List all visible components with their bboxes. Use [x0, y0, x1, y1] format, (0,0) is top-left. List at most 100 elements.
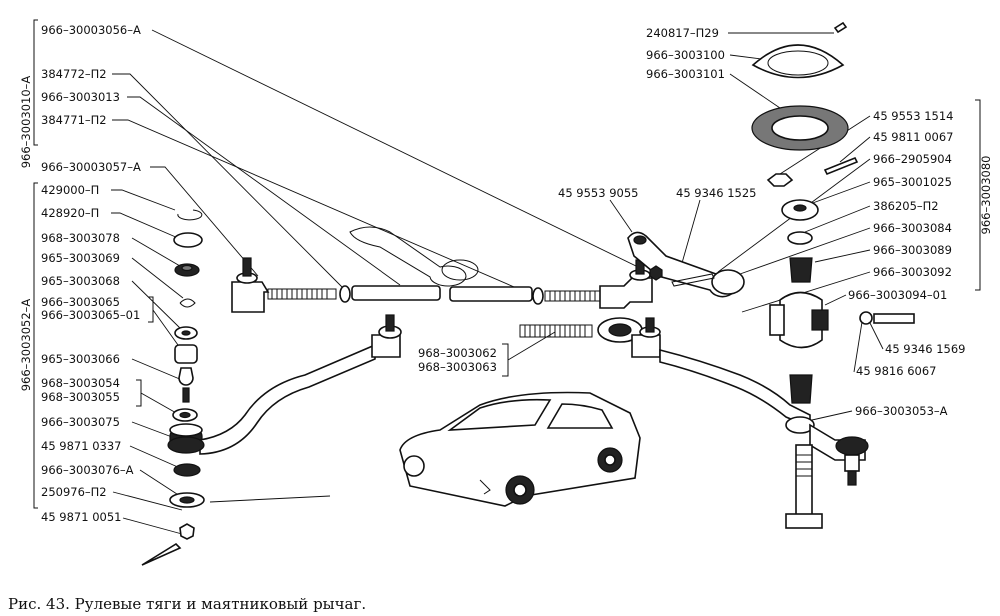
group-label-966-3003052-a: 966–3003052–А — [19, 299, 33, 392]
leader-45-9816-6067 — [853, 321, 863, 373]
nut-250976 — [179, 523, 195, 540]
leader-965-3001025 — [809, 181, 871, 205]
label-965-3003068: 965–3003068 — [41, 274, 120, 288]
circlip-429000 — [177, 209, 203, 221]
bushing-966-3003084 — [789, 257, 813, 283]
clamp-384772 — [339, 285, 351, 303]
spring-965-3003069 — [179, 298, 196, 308]
label-966-3003065-01: 966–3003065–01 — [41, 308, 140, 322]
center-labels: 45 9553 9055 45 9346 1525 968–3003062 96… — [418, 186, 756, 377]
cotter-45-9811-0067 — [823, 156, 859, 176]
leader-965-3003066 — [131, 358, 183, 381]
label-966-2905904: 966–2905904 — [873, 152, 952, 166]
leader-966-3003053-a — [811, 410, 853, 421]
pitman-arm-background — [349, 226, 467, 287]
leader-428920-p — [111, 212, 179, 239]
right-labels: 240817–П29 966–3003100 966–3003101 45 95… — [646, 26, 965, 418]
figure-caption: Рис. 43. Рулевые тяги и маятниковый рыча… — [8, 595, 366, 613]
bolt-45-9346-1569 — [873, 313, 915, 324]
ball-joint-right — [631, 334, 661, 358]
leader-45-9871-0337 — [129, 445, 181, 469]
rod-966-3003052 — [199, 343, 376, 455]
adjusting-tube-966-3003013 — [351, 285, 441, 301]
leader-966-30003056-a — [151, 29, 641, 269]
adjusting-tube-right — [449, 286, 533, 302]
bracket-968-3003054 — [136, 379, 142, 407]
group-bracket-left — [33, 182, 38, 509]
car-headlight — [403, 455, 425, 477]
label-965-3003066: 965–3003066 — [41, 352, 120, 366]
label-428920-p: 428920–П — [41, 206, 99, 220]
screw-240817 — [833, 21, 848, 34]
label-45-9553-9055: 45 9553 9055 — [558, 186, 638, 200]
leader-45-9811-0067 — [839, 136, 871, 163]
label-966-3003076-a: 966–3003076–А — [41, 463, 134, 477]
label-966-3003092: 966–3003092 — [873, 265, 952, 279]
label-45-9816-6067: 45 9816 6067 — [856, 364, 936, 378]
cover-966-3003100 — [751, 44, 845, 79]
leader-968-3003062 — [507, 331, 556, 361]
leader-966-30003057-a — [150, 166, 259, 277]
right-lower-rod — [519, 317, 869, 486]
leader-966-3003094-01 — [824, 294, 847, 306]
label-45-9346-1525: 45 9346 1525 — [676, 186, 756, 200]
label-45-9553-1514: 45 9553 1514 — [873, 109, 953, 123]
label-966-3003075: 966–3003075 — [41, 415, 120, 429]
label-965-3003069: 965–3003069 — [41, 251, 120, 265]
left-lower-rod — [167, 314, 402, 455]
label-250976-p2: 250976–П2 — [41, 485, 107, 499]
leader-966-3003013 — [127, 96, 401, 286]
label-45-9811-0067: 45 9811 0067 — [873, 130, 953, 144]
leader-45-9553-9055 — [609, 199, 633, 233]
tie-rod-assembly — [231, 226, 653, 313]
cap-428920 — [173, 232, 203, 248]
group-label-966-3003010-a: 966–3003010–А — [19, 76, 33, 169]
leader-966-3003092 — [741, 271, 871, 313]
leader-lines — [111, 29, 884, 535]
tie-rod-end-right — [599, 277, 653, 309]
label-968-3003055: 968–3003055 — [41, 390, 120, 404]
clamp-384771 — [532, 287, 544, 305]
ball-pin-965-3003066 — [178, 367, 194, 386]
label-384771-p2: 384771–П2 — [41, 113, 107, 127]
bracket-968-3003062 — [502, 343, 509, 377]
leader-250976-p2 — [112, 491, 183, 511]
label-968-3003078: 968–3003078 — [41, 231, 120, 245]
car-side-window — [546, 403, 614, 429]
label-966-30003057-a: 966–30003057–А — [41, 160, 141, 174]
leader-966-3003089 — [814, 249, 871, 263]
leader-966-3003101 — [729, 73, 781, 109]
leader-429000-p — [111, 189, 176, 211]
label-45-9346-1569: 45 9346 1569 — [885, 342, 965, 356]
leader-968-3003054 — [140, 392, 179, 415]
label-429000-p: 429000–П — [41, 183, 99, 197]
group-label-966-3003080: 966–3003080 — [979, 156, 993, 235]
label-384772-p2: 384772–П2 — [41, 67, 107, 81]
leader-45-9346-1525 — [679, 199, 701, 271]
leader-384771-p2 — [112, 119, 536, 297]
leader-968-3003078 — [131, 237, 181, 267]
label-966-3003100: 966–3003100 — [646, 48, 725, 62]
label-386205-p2: 386205–П2 — [873, 199, 939, 213]
leader-386205-p2 — [804, 205, 871, 233]
left-labels: 966–30003056–А 384772–П2 966–3003013 384… — [41, 23, 141, 524]
bracket-966-3003065 — [148, 296, 154, 323]
bushing-966-3003065 — [174, 344, 198, 364]
label-966-3003094-01: 966–3003094–01 — [848, 288, 947, 302]
right-parts-stack — [627, 21, 915, 529]
washer-45-9816-6067 — [859, 311, 873, 325]
leader-384772-p2 — [112, 73, 346, 291]
label-240817-p29: 240817–П29 — [646, 26, 719, 40]
label-968-3003063: 968–3003063 — [418, 360, 497, 374]
leader-966-3003076-a — [139, 469, 181, 497]
tie-rod-end-left — [231, 281, 270, 313]
leader-45-9346-1569 — [869, 322, 884, 350]
group-bracket-top-left — [33, 19, 38, 146]
label-966-3003101: 966–3003101 — [646, 67, 725, 81]
rod-966-3003053-a — [659, 348, 811, 429]
label-45-9871-0051: 45 9871 0051 — [41, 510, 121, 524]
bushing-966-3003089 — [789, 374, 813, 404]
label-966-3003084: 966–3003084 — [873, 221, 952, 235]
cotter-pin-45-9871-0051 — [141, 542, 182, 566]
